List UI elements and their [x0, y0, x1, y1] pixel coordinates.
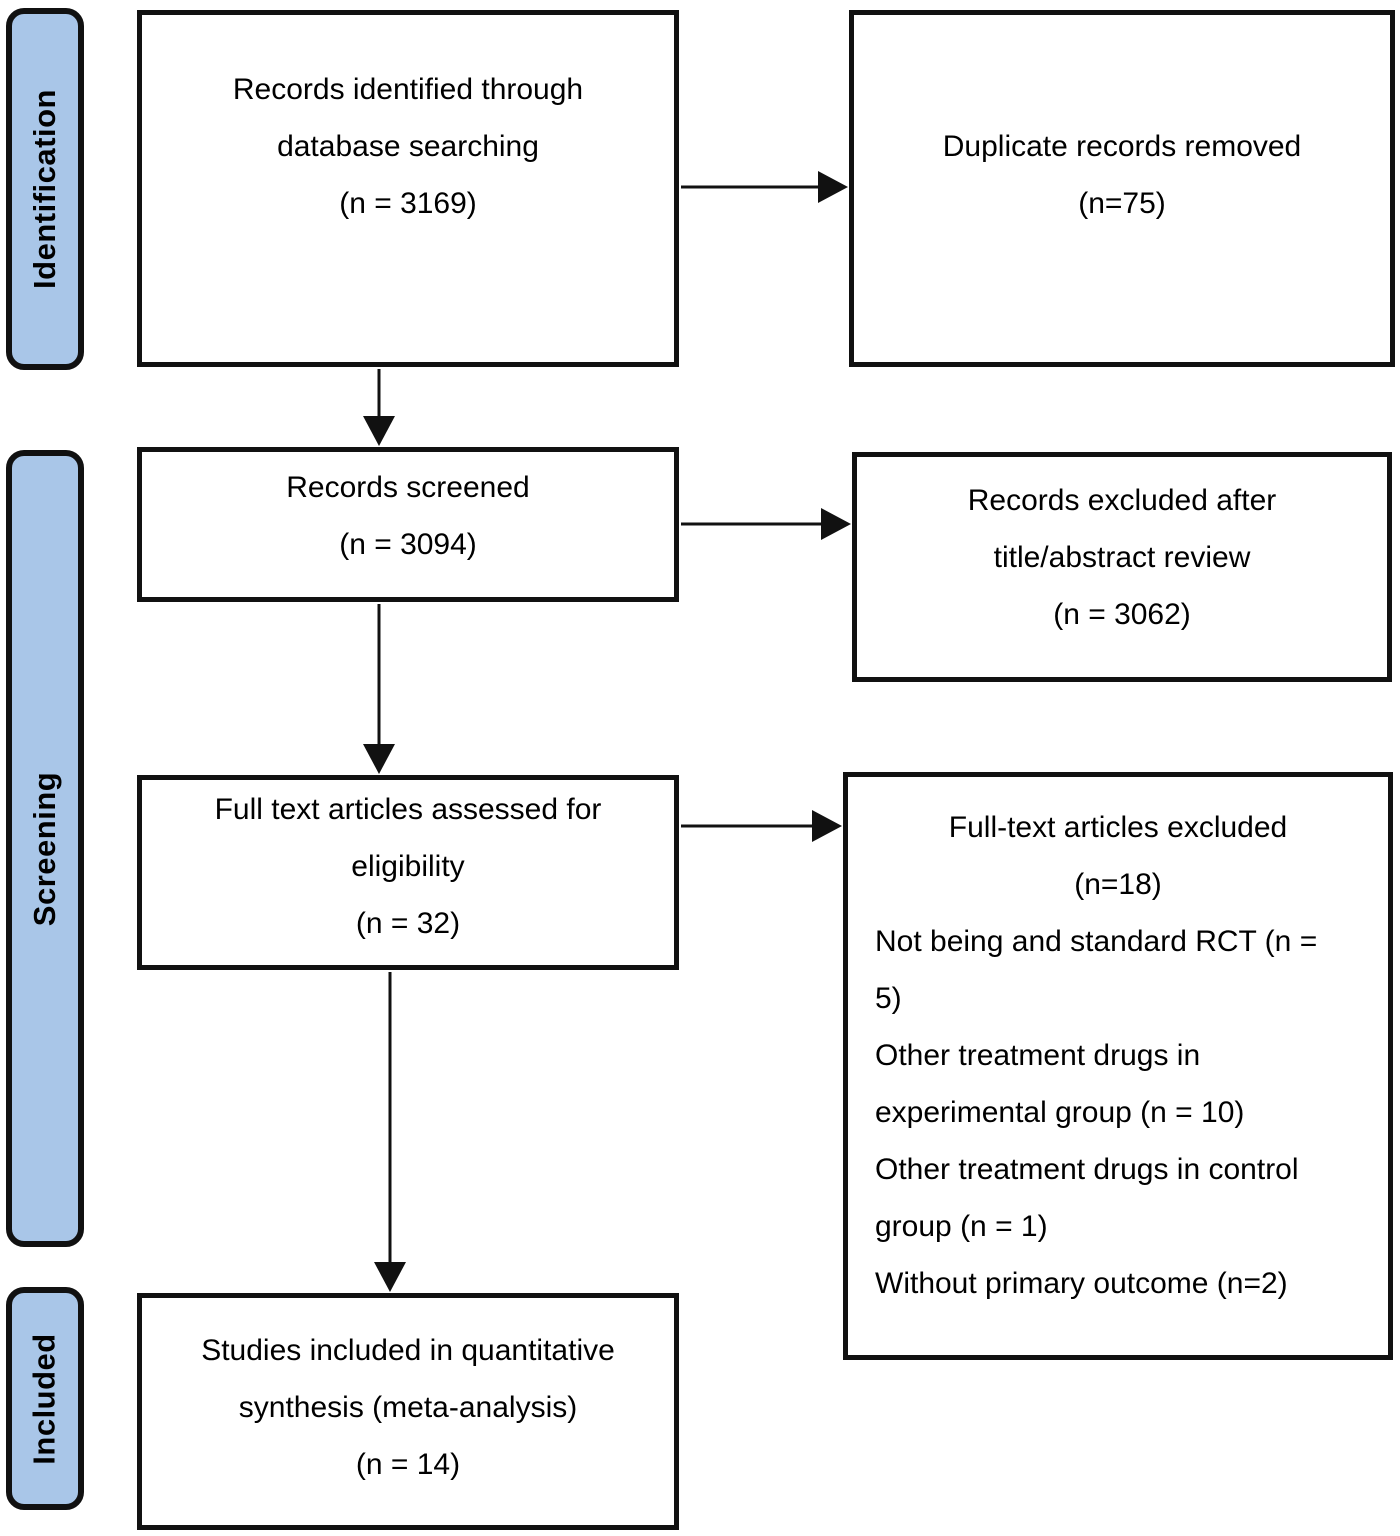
exclusion-reason-line: Other treatment drugs in [875, 1039, 1201, 1072]
stage-label-included: Included [27, 1332, 63, 1465]
box-heading-line: Full-text articles excluded [948, 811, 1288, 844]
box-text-line: (n = 3169) [339, 187, 477, 220]
box-records-excluded-title-abstract: Records excluded after title/abstract re… [852, 452, 1392, 682]
box-heading-line: (n=18) [1074, 868, 1162, 901]
arrow-fulltext-to-excluded [681, 810, 842, 842]
box-text-line: (n=75) [1078, 187, 1166, 220]
box-records-screened: Records screened (n = 3094) [137, 447, 679, 602]
box-text-line: title/abstract review [993, 541, 1251, 574]
exclusion-reason-line: Without primary outcome (n=2) [875, 1267, 1288, 1300]
box-duplicates-removed: Duplicate records removed (n=75) [849, 10, 1395, 367]
box-records-identified: Records identified through database sear… [137, 10, 679, 367]
exclusion-reason-line: 5) [875, 982, 902, 1015]
box-fulltext-excluded: Full-text articles excluded (n=18) Not b… [843, 772, 1393, 1360]
stage-label-identification: Identification [27, 89, 63, 289]
box-text-line: database searching [277, 130, 539, 163]
arrow-screened-to-fulltext [363, 604, 395, 774]
exclusion-reason-line: group (n = 1) [875, 1210, 1048, 1243]
box-text-line: Duplicate records removed [942, 130, 1302, 163]
box-text-line: synthesis (meta-analysis) [238, 1391, 578, 1424]
box-text-line: (n = 3062) [1053, 598, 1191, 631]
arrow-fulltext-to-included [374, 972, 406, 1292]
arrow-identified-to-screened [363, 369, 395, 446]
exclusion-reason-line: Not being and standard RCT (n = [875, 925, 1318, 958]
stage-bar-included: Included [6, 1287, 84, 1510]
box-text-line: Studies included in quantitative [201, 1334, 615, 1367]
exclusion-reason-line: experimental group (n = 10) [875, 1096, 1245, 1129]
box-text-line: Records excluded after [967, 484, 1277, 517]
box-text-line: Records identified through [232, 73, 584, 106]
stage-bar-screening: Screening [6, 450, 84, 1247]
box-text-line: (n = 14) [355, 1448, 461, 1481]
box-fulltext-assessed: Full text articles assessed for eligibil… [137, 775, 679, 970]
box-text-line: Full text articles assessed for [214, 793, 602, 826]
stage-bar-identification: Identification [6, 8, 84, 370]
box-text-line: (n = 32) [355, 907, 461, 940]
box-included-studies: Studies included in quantitative synthes… [137, 1293, 679, 1530]
box-text-line: eligibility [351, 850, 465, 883]
arrow-identified-to-duplicates [681, 171, 848, 203]
stage-label-screening: Screening [27, 771, 63, 926]
exclusion-reason-line: Other treatment drugs in control [875, 1153, 1299, 1186]
box-text-line: Records screened [286, 471, 530, 504]
arrow-screened-to-excluded [681, 508, 851, 540]
box-text-line: (n = 3094) [339, 528, 477, 561]
